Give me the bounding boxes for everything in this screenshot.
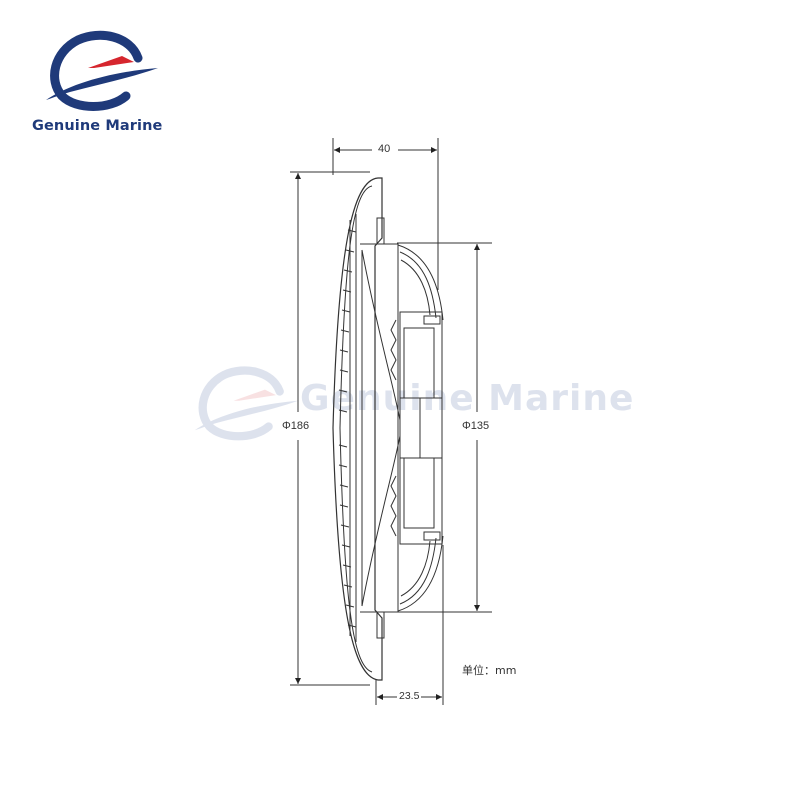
- unit-label: 单位：mm: [462, 664, 517, 677]
- dimension-inner-diameter: Φ135: [460, 420, 492, 432]
- brand-name: Genuine Marine: [32, 118, 163, 134]
- dimension-depth-total: 40: [376, 143, 393, 155]
- dimension-outer-diameter: Φ186: [280, 420, 312, 432]
- brand-logo: [30, 28, 180, 113]
- boat-logo-icon: [46, 30, 158, 111]
- dimension-mount-depth: 23.5: [397, 690, 422, 702]
